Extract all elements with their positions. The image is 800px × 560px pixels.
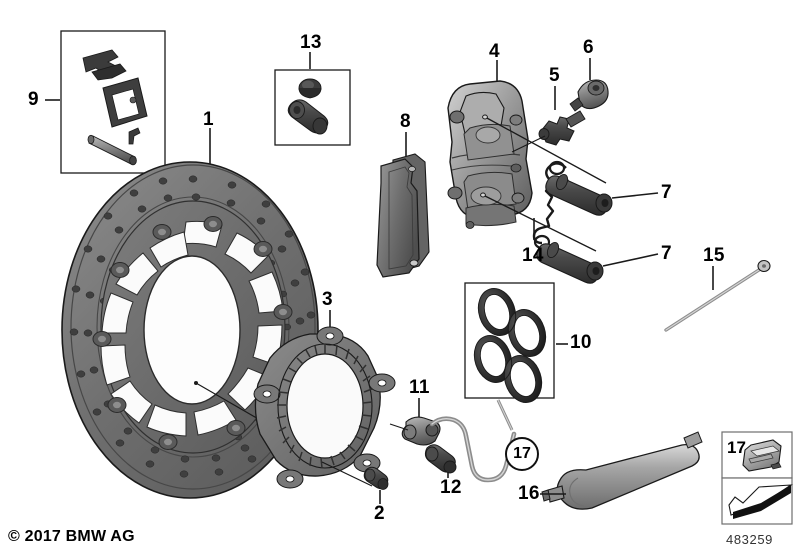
callout-6[interactable]: 6 — [583, 37, 594, 58]
callout-5[interactable]: 5 — [549, 65, 560, 86]
assembly-axis-lines — [480, 114, 607, 252]
callout-1[interactable]: 1 — [203, 109, 214, 130]
callout-3[interactable]: 3 — [322, 289, 333, 310]
callout-13[interactable]: 13 — [300, 32, 322, 53]
callout-11[interactable]: 11 — [409, 377, 430, 398]
callout-7-upper[interactable]: 7 — [661, 182, 672, 203]
diagram-number: 483259 — [726, 532, 773, 547]
copyright-notice: © 2017 BMW AG — [8, 528, 135, 545]
part-11-line-bracket — [389, 398, 517, 483]
part-13-plug-bolt-box — [274, 52, 351, 146]
callout-16[interactable]: 16 — [518, 483, 540, 504]
part-5-bleed-valve — [511, 86, 586, 153]
part-2-bolt — [363, 466, 389, 504]
part-1-brake-disc — [61, 128, 319, 499]
callout-17-circled[interactable]: 17 — [505, 437, 539, 471]
callout-17-box-label: 17 — [727, 438, 746, 457]
part-15-cable-tie — [664, 259, 771, 332]
callout-12[interactable]: 12 — [440, 477, 462, 498]
part-17-detail-box — [496, 399, 794, 525]
part-4-caliper — [447, 60, 533, 229]
callout-8[interactable]: 8 — [400, 111, 411, 132]
callout-7-lower[interactable]: 7 — [661, 243, 672, 264]
callout-2[interactable]: 2 — [374, 503, 385, 524]
part-9-repair-kit-box — [45, 30, 166, 174]
part-3-pulse-ring — [253, 310, 396, 489]
callout-4[interactable]: 4 — [489, 41, 500, 62]
part-16-lubricant-tube — [540, 431, 703, 510]
callout-15[interactable]: 15 — [703, 245, 725, 266]
part-10-seal-box — [464, 282, 568, 403]
callout-10[interactable]: 10 — [570, 332, 592, 353]
part-7-bolt-upper — [545, 173, 659, 216]
callout-9[interactable]: 9 — [28, 89, 39, 110]
part-8-brake-pads — [376, 132, 430, 278]
part-6-valve-cap — [569, 58, 609, 112]
part-7-bolt-lower — [536, 241, 659, 284]
callout-14[interactable]: 14 — [522, 245, 544, 266]
